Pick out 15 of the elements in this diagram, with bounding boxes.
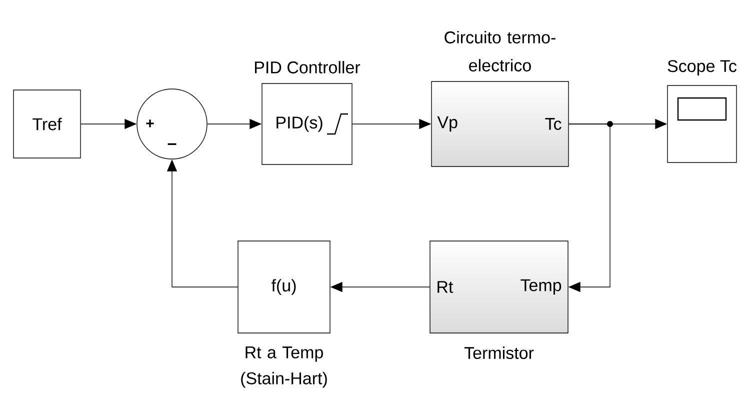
port-label: Rt — [438, 281, 454, 293]
block: Tref — [13, 90, 81, 158]
port-label: Temp — [520, 279, 562, 295]
block-title: PID Controller — [255, 60, 360, 74]
port-label: Tc — [545, 118, 562, 130]
subsystem-block — [431, 81, 569, 167]
block-title: Termistor — [464, 346, 534, 360]
port-label: Vp — [437, 116, 458, 132]
function-block: f(u) — [238, 240, 330, 334]
block-title: Scope Tc — [668, 60, 736, 76]
subsystem-block — [430, 240, 568, 334]
scope-block — [667, 85, 737, 163]
pid-block: PID(s) — [262, 83, 352, 165]
block-title: Rt a Temp (Stain-Hart) — [241, 346, 327, 388]
block-title: Circuito termo-electrico — [444, 30, 556, 72]
